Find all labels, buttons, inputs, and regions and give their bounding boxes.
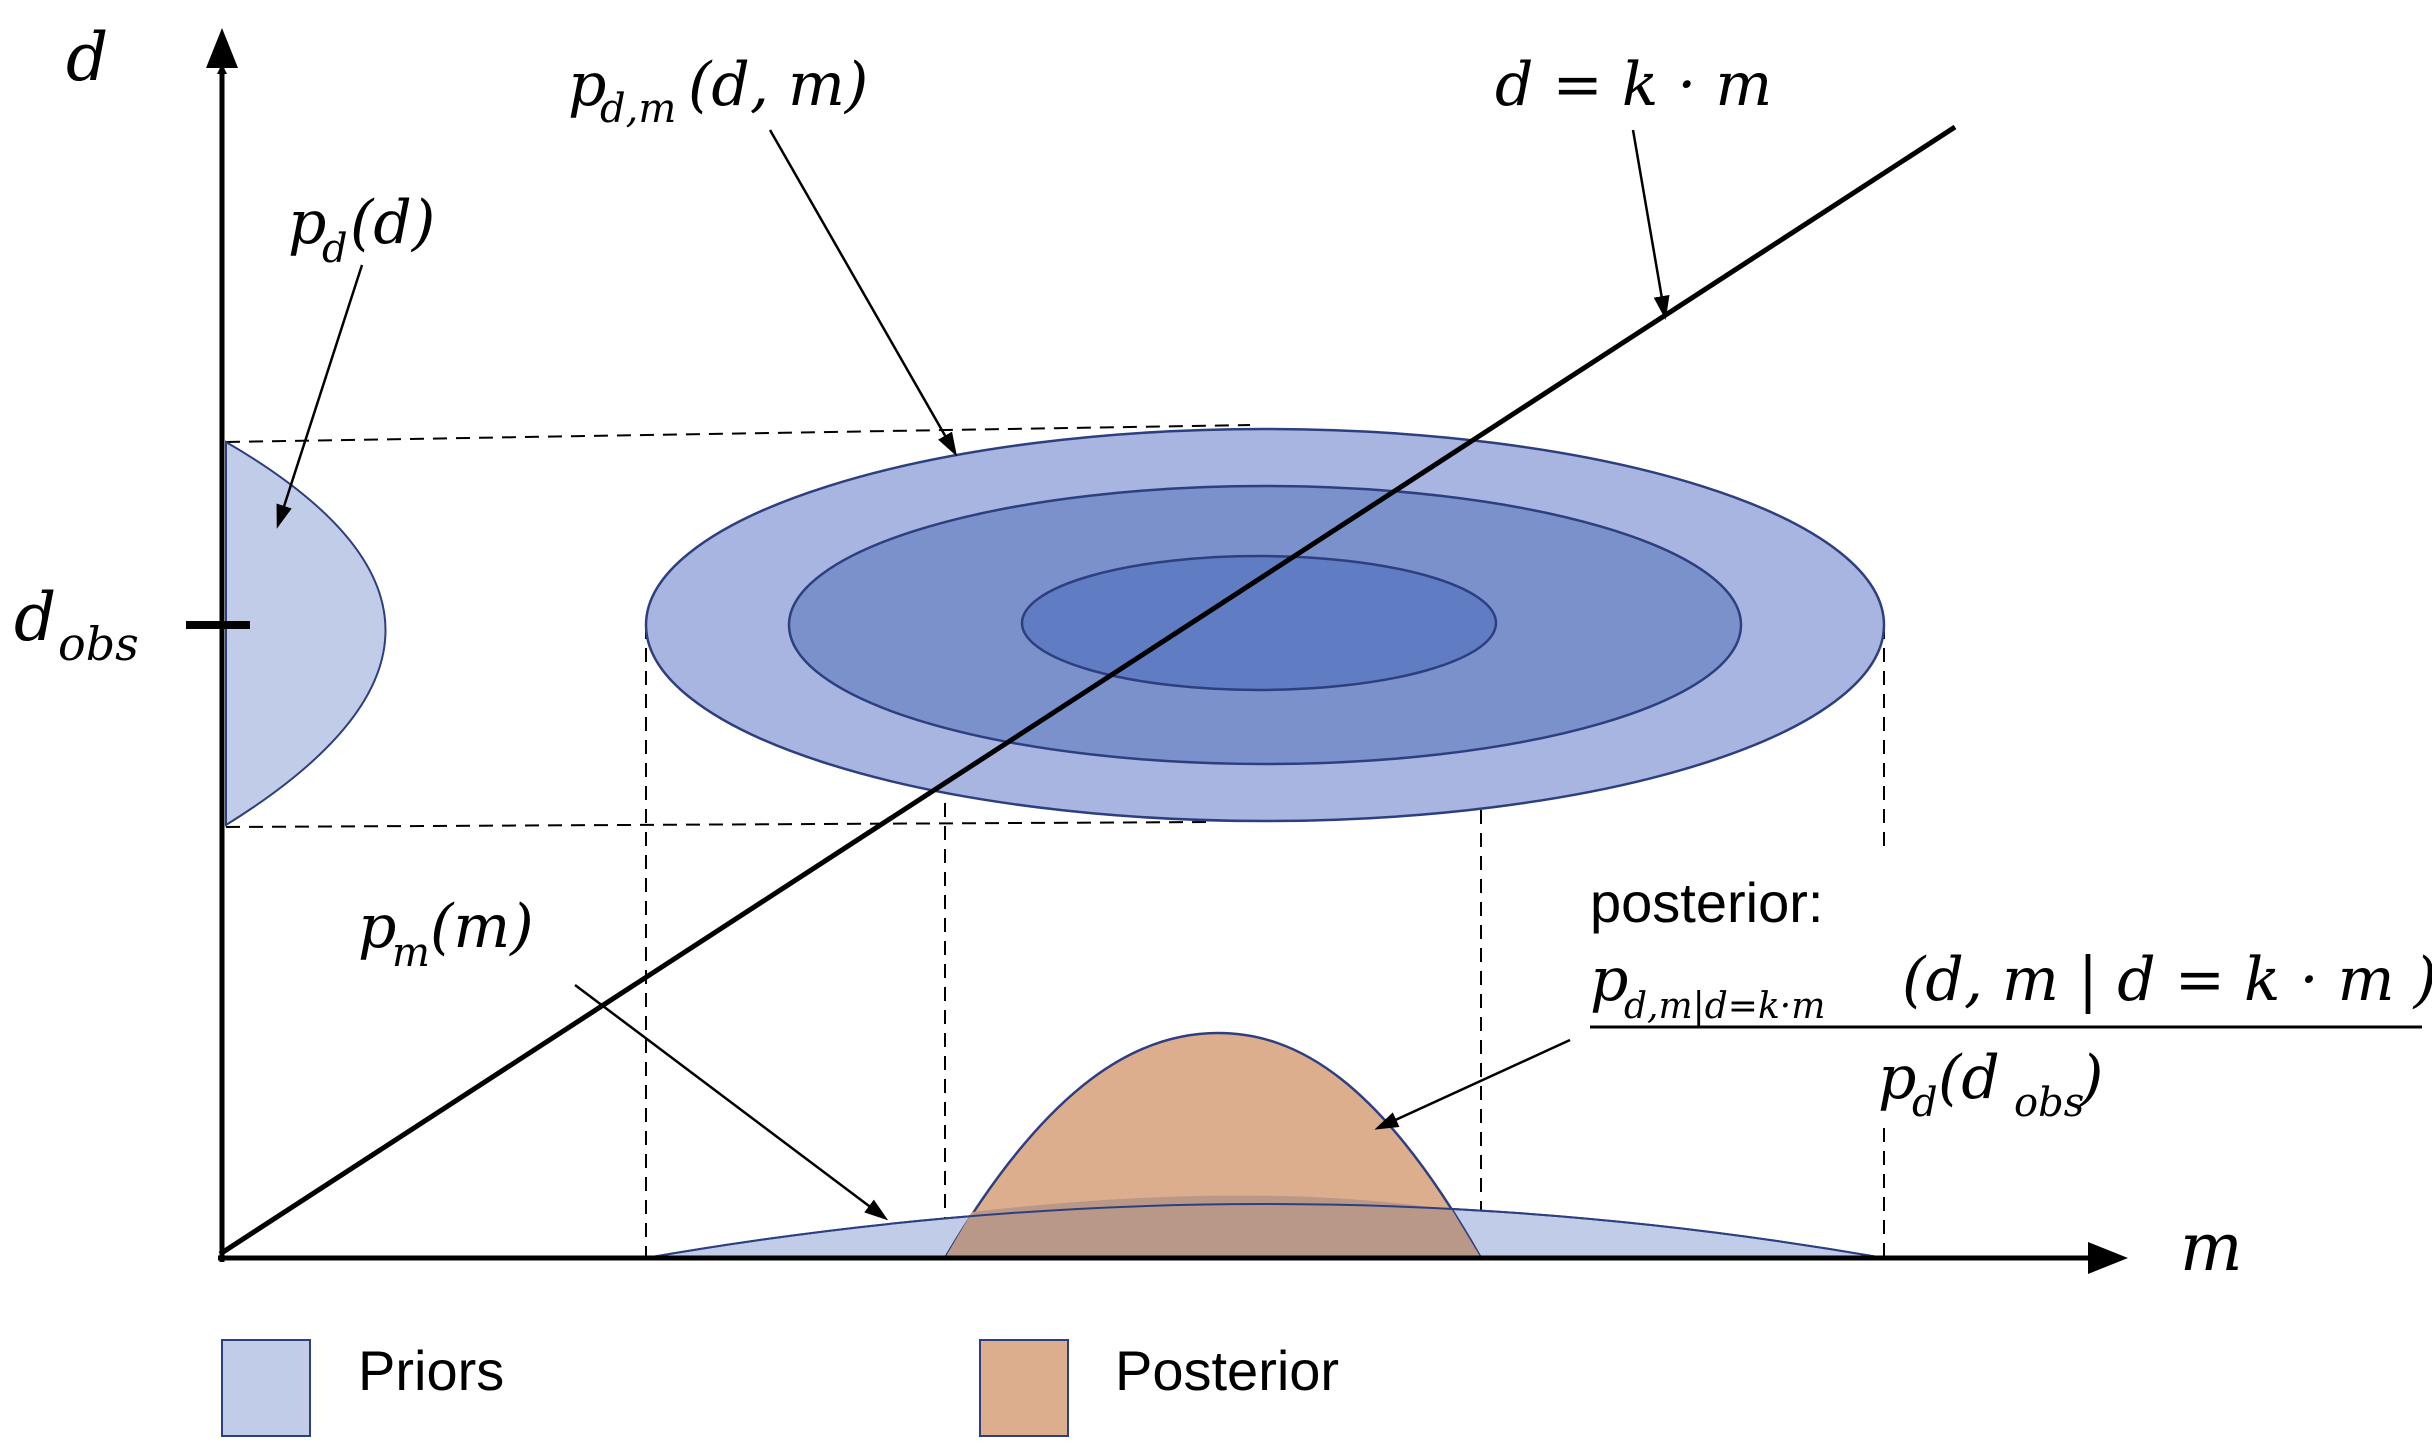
svg-text:obs: obs [2014, 1080, 2084, 1126]
pd-label: p d (d) [288, 188, 435, 272]
svg-text:(d: (d [1938, 1043, 2000, 1113]
legend-swatch-priors [221, 1339, 311, 1437]
guide-bottom [225, 821, 1216, 828]
svg-text:d: d [14, 579, 56, 656]
prior-pd-curve [225, 440, 387, 827]
arrow-to-pm [574, 984, 889, 1221]
x-axis-label: m [2180, 1209, 2243, 1286]
joint-distribution [644, 427, 1886, 823]
legend-label-posterior: Posterior [1115, 1339, 1339, 1402]
dashed-guides [225, 424, 1885, 1258]
svg-text:p: p [1878, 1043, 1916, 1113]
guide-top [225, 424, 1251, 443]
y-axis-arrowhead [206, 28, 238, 68]
svg-text:): ) [2078, 1043, 2103, 1113]
posterior-formula: posterior: p d,m|d=k·m (d, m | d = k · m… [1590, 871, 2432, 1126]
arrow-to-line [1631, 129, 1670, 320]
svg-text:p: p [1590, 945, 1628, 1015]
arrow-to-joint [768, 129, 957, 457]
legend-label-priors: Priors [358, 1339, 504, 1402]
svg-text:d: d [1912, 1080, 1938, 1126]
pm-label: p m (m) [358, 892, 534, 976]
arrow-to-posterior [1374, 1038, 1571, 1130]
svg-text:p: p [288, 188, 326, 258]
svg-text:d,m|d=k·m: d,m|d=k·m [1624, 986, 1825, 1027]
posterior-word: posterior: [1590, 871, 1823, 934]
d-obs-label: d obs [14, 579, 139, 671]
legend: Priors Posterior [221, 1339, 1339, 1437]
svg-text:(m): (m) [430, 892, 534, 962]
x-axis-arrowhead [2088, 1242, 2128, 1274]
joint-label: p d,m (d, m) [568, 50, 868, 132]
svg-text:obs: obs [58, 617, 139, 671]
svg-text:m: m [392, 930, 430, 976]
svg-text:(d, m | d = k · m ): (d, m | d = k · m ) [1902, 945, 2432, 1015]
ellipse-inner [1020, 554, 1498, 692]
y-axis-label: d [66, 19, 108, 96]
prior-pm-top-edge [645, 1203, 1885, 1259]
pointer-arrows [276, 129, 1670, 1221]
arrow-to-pd [276, 264, 364, 529]
svg-text:p: p [568, 50, 606, 120]
posterior-overlap [945, 1195, 1481, 1258]
line-equation-label: d = k · m [1495, 50, 1772, 120]
svg-text:d: d [322, 226, 348, 272]
svg-text:d,m: d,m [600, 86, 676, 132]
legend-swatch-posterior [979, 1339, 1069, 1437]
svg-text:(d, m): (d, m) [688, 50, 868, 120]
svg-text:p: p [358, 892, 396, 962]
svg-text:(d): (d) [350, 188, 435, 258]
